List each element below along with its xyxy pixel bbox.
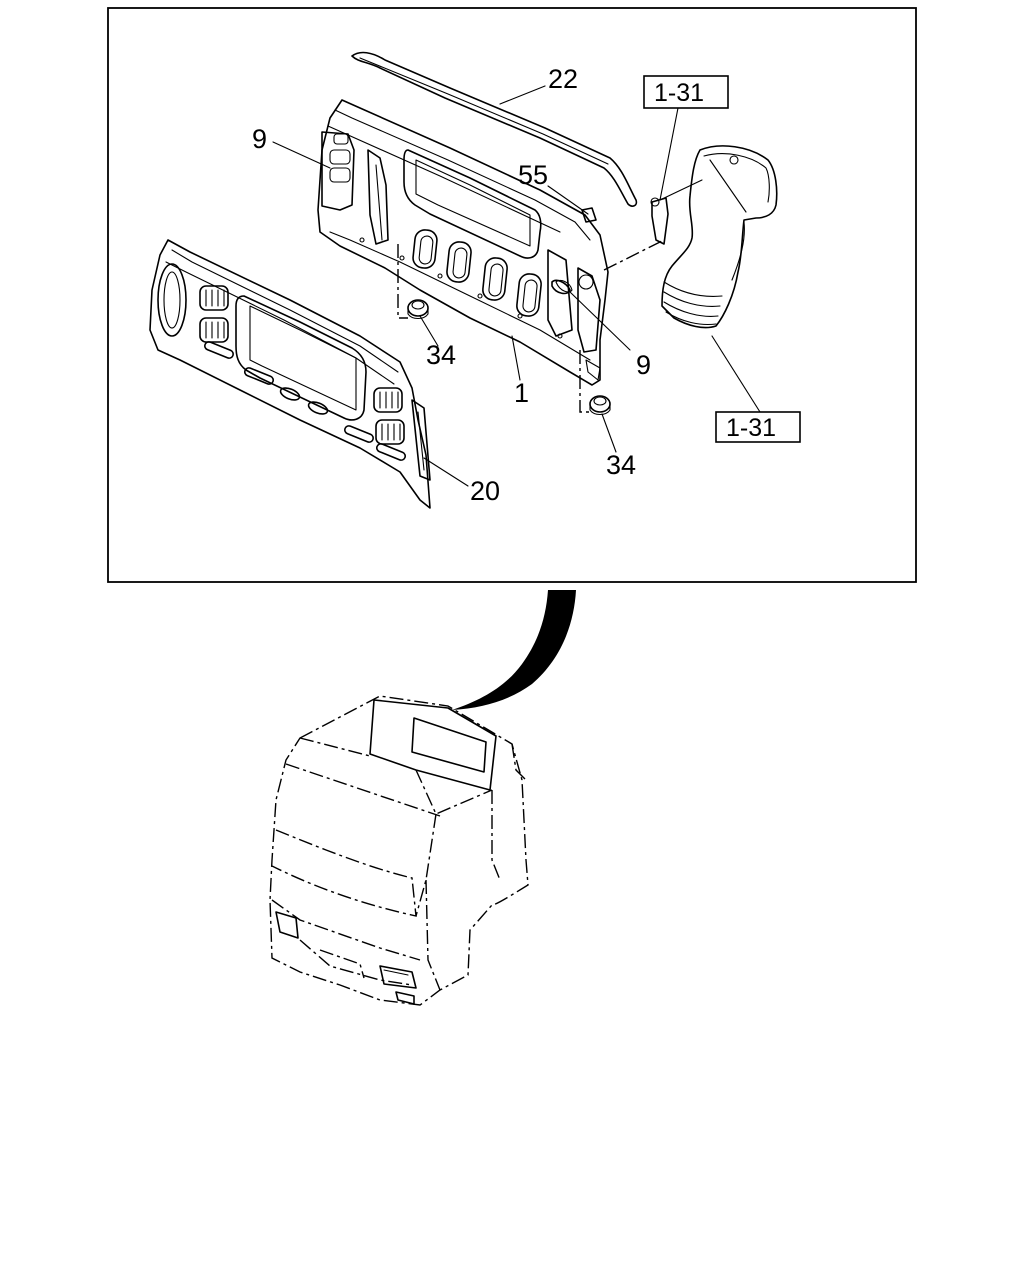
grommet-part-right xyxy=(589,395,611,416)
truck-cab-illustration xyxy=(269,695,529,1006)
ref-1-31-bottom: 1-31 xyxy=(726,414,776,442)
callout-34-left: 34 xyxy=(426,340,456,370)
alignment-line-left xyxy=(397,244,408,319)
louver-group-left xyxy=(199,285,229,343)
callout-55: 55 xyxy=(518,160,548,190)
rear-outer-panel-part xyxy=(149,239,431,509)
clip-part xyxy=(551,279,571,295)
alignment-line-right xyxy=(579,350,590,413)
alignment-line-duct xyxy=(603,239,665,271)
callout-9-top: 9 xyxy=(252,124,267,154)
detail-pointer xyxy=(452,590,576,710)
rear-inner-panel-part xyxy=(317,99,609,386)
leader-lines xyxy=(272,85,761,487)
callout-20: 20 xyxy=(470,476,500,506)
detail-frame xyxy=(107,7,917,583)
air-duct-part xyxy=(650,145,778,329)
callout-9-right: 9 xyxy=(636,350,651,380)
weather-strip-part xyxy=(351,51,638,207)
callout-34-right: 34 xyxy=(606,450,636,480)
louver-group-right xyxy=(373,387,405,445)
ref-box-bottom: 1-31 xyxy=(715,411,801,443)
grommet-part-left xyxy=(407,299,429,320)
ref-box-top: 1-31 xyxy=(643,75,729,109)
callout-22: 22 xyxy=(548,64,578,94)
callout-1: 1 xyxy=(514,378,529,408)
tab-part xyxy=(581,207,597,223)
ref-1-31-top: 1-31 xyxy=(654,79,704,107)
